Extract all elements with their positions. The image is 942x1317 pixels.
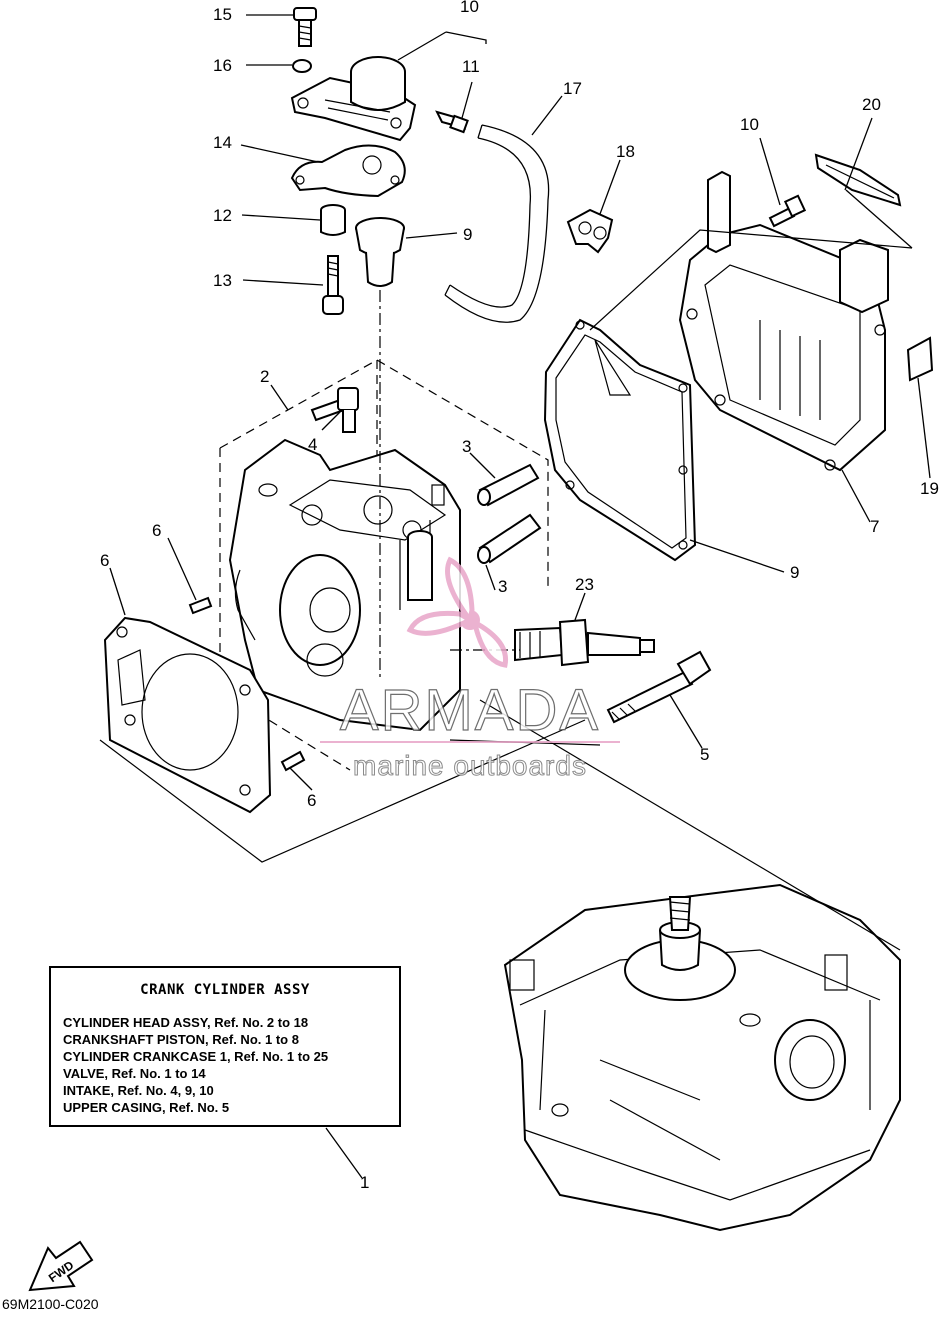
- callout-labels: 15 10 16 11 17 20 10 14 18 12 9 13 2 4 3…: [100, 0, 939, 1192]
- gasket-16: [290, 144, 406, 198]
- assembly-line: CYLINDER HEAD ASSY, Ref. No. 2 to 18: [63, 1015, 309, 1030]
- spark-plug-23: [514, 618, 655, 667]
- callout-10: 10: [740, 115, 759, 134]
- assembly-line: VALVE, Ref. No. 1 to 14: [63, 1066, 206, 1081]
- thermostat-11: [355, 217, 405, 287]
- dowel-pin-6b: [280, 750, 306, 772]
- dowel-pin-6a: [188, 596, 213, 615]
- bolt-15: [322, 255, 344, 315]
- intake-manifold-8: [678, 170, 889, 472]
- callout-21: 19: [920, 479, 939, 498]
- assembly-reference-box: CRANK CYLINDER ASSY CYLINDER HEAD ASSY, …: [49, 966, 401, 1127]
- propeller-logo-icon: [406, 556, 509, 668]
- crankcase-1: [503, 883, 901, 1232]
- callout-4: 4: [308, 435, 317, 454]
- assembly-line: CRANKSHAFT PISTON, Ref. No. 1 to 8: [63, 1032, 299, 1047]
- callout-22: 20: [862, 95, 881, 114]
- callout-14: 12: [213, 206, 232, 225]
- callout-2: 2: [260, 367, 269, 386]
- hose-19: [444, 124, 550, 323]
- callout-20: 18: [616, 142, 635, 161]
- callout-13: 11: [462, 57, 480, 76]
- assembly-line: UPPER CASING, Ref. No. 5: [63, 1100, 230, 1115]
- callout-7: 6: [100, 551, 109, 570]
- gasket-9: [543, 318, 697, 562]
- callout-12: 10: [460, 0, 479, 16]
- screw-10: [768, 194, 807, 228]
- pipe-3b: [477, 513, 542, 564]
- leader-lines: [99, 14, 931, 1179]
- assembly-line: INTAKE, Ref. No. 4, 9, 10: [63, 1083, 214, 1098]
- fitting-4: [310, 387, 359, 433]
- callout-19: 17: [563, 79, 582, 98]
- assembly-reference-list: CYLINDER HEAD ASSY, Ref. No. 2 to 18 CRA…: [63, 1014, 328, 1116]
- callout-15: 13: [213, 271, 232, 290]
- head-gasket-7: [103, 616, 272, 814]
- fwd-arrow-icon: FWD: [28, 1240, 94, 1292]
- callout-23: 23: [575, 575, 594, 594]
- callout-6b: 6: [307, 791, 316, 810]
- bolt-5: [606, 650, 712, 724]
- cylinder-head-2: [228, 438, 461, 732]
- watermark-brand: ARMADA: [340, 678, 600, 743]
- watermark-tagline: marine outboards: [353, 750, 587, 781]
- callout-18: 16: [213, 56, 232, 75]
- callout-3b: 3: [498, 577, 507, 596]
- callout-6a: 6: [152, 521, 161, 540]
- callout-16: 14: [213, 133, 232, 152]
- drawing-code: 69M2100-C020: [2, 1296, 99, 1312]
- assembly-line: CYLINDER CRANKCASE 1, Ref. No. 1 to 25: [63, 1049, 329, 1064]
- callout-5: 5: [700, 745, 709, 764]
- callout-3a: 3: [462, 437, 471, 456]
- washer-18: [292, 59, 312, 73]
- pipe-3a: [477, 463, 540, 507]
- assembly-title: CRANK CYLINDER ASSY: [140, 982, 310, 998]
- collar-14: [320, 204, 346, 236]
- label-21: [906, 336, 934, 382]
- watermark: ARMADA marine outboards: [320, 556, 620, 782]
- bolt-13: [435, 110, 469, 134]
- callout-9: 9: [790, 563, 799, 582]
- callout-17: 15: [213, 5, 232, 24]
- callout-8: 7: [870, 517, 879, 536]
- bolt-17: [293, 7, 317, 47]
- thermostat-cover-assy: [290, 56, 417, 142]
- callout-11: 9: [463, 225, 472, 244]
- clip-20: [566, 208, 614, 254]
- callout-1: 1: [360, 1173, 369, 1192]
